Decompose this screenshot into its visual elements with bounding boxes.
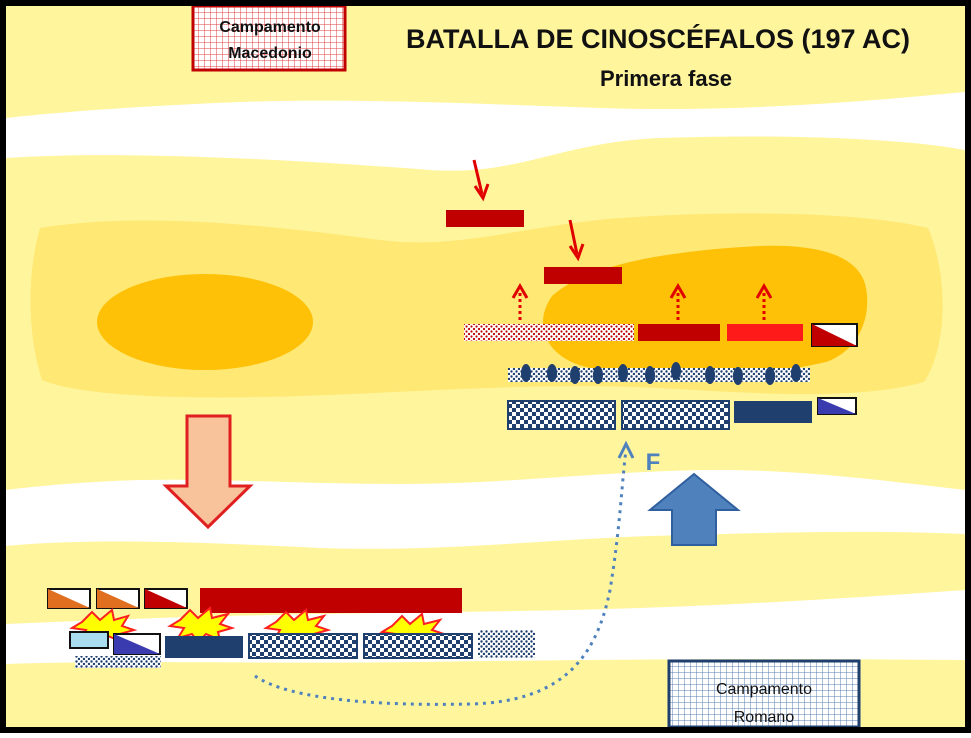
macedonian-cavalry [47,588,91,609]
roman-right-wing [507,362,857,430]
macedonian-right-wing [464,283,858,347]
terrain-band-top [6,6,965,118]
phalanx-unit [638,324,720,341]
red-arrow-icon [568,219,579,255]
roman-advance-arrow-icon [647,472,741,546]
roman-velites [75,656,161,668]
macedonian-phalanx-left [200,588,462,613]
roman-legion-solid [165,636,243,658]
roman-cavalry-light [69,631,109,649]
roman-cavalry [113,633,161,655]
macedonian-cavalry [144,588,188,609]
camp-roman-line2: Romano [734,709,795,726]
roman-legion-checkered [507,400,616,430]
flank-label: F [646,449,661,476]
macedonian-cavalry [811,323,858,347]
page-subtitle: Primera fase [600,66,732,91]
lower-battle-line [47,588,535,668]
phalanx-unit-arriving-1 [446,210,524,227]
camp-macedonian-line2: Macedonio [228,45,312,62]
withdraw-arrow-icon [511,283,773,320]
roman-legion-checkered [363,633,473,659]
phalanx-unit-arriving-2 [544,267,622,284]
flank-manoeuvre-path [254,449,628,706]
elephant-icons [521,362,801,385]
camp-macedonian-line1: Campamento [219,19,321,36]
hill-west [97,274,313,370]
camp-roman: Campamento Romano [667,659,861,729]
page-title: BATALLA DE CINOSCÉFALOS (197 AC) [406,23,910,54]
macedonian-reinforcements [446,159,622,284]
camp-macedonian: Campamento Macedonio [191,4,347,72]
macedonian-advance-arrow-icon [162,414,254,530]
roman-velites [478,630,535,658]
camp-roman-line1: Campamento [716,681,812,698]
terrain [6,6,965,727]
roman-legion-checkered [621,400,730,430]
roman-cavalry [817,397,857,415]
macedonian-light-infantry [464,324,634,341]
roman-legion-solid [734,401,812,423]
flank-arrowhead-icon [617,440,635,459]
hill-east [542,245,868,375]
roman-legion-checkered [248,633,358,659]
phalanx-unit-light [727,324,803,341]
macedonian-cavalry [96,588,140,609]
red-arrow-icon [472,159,484,195]
